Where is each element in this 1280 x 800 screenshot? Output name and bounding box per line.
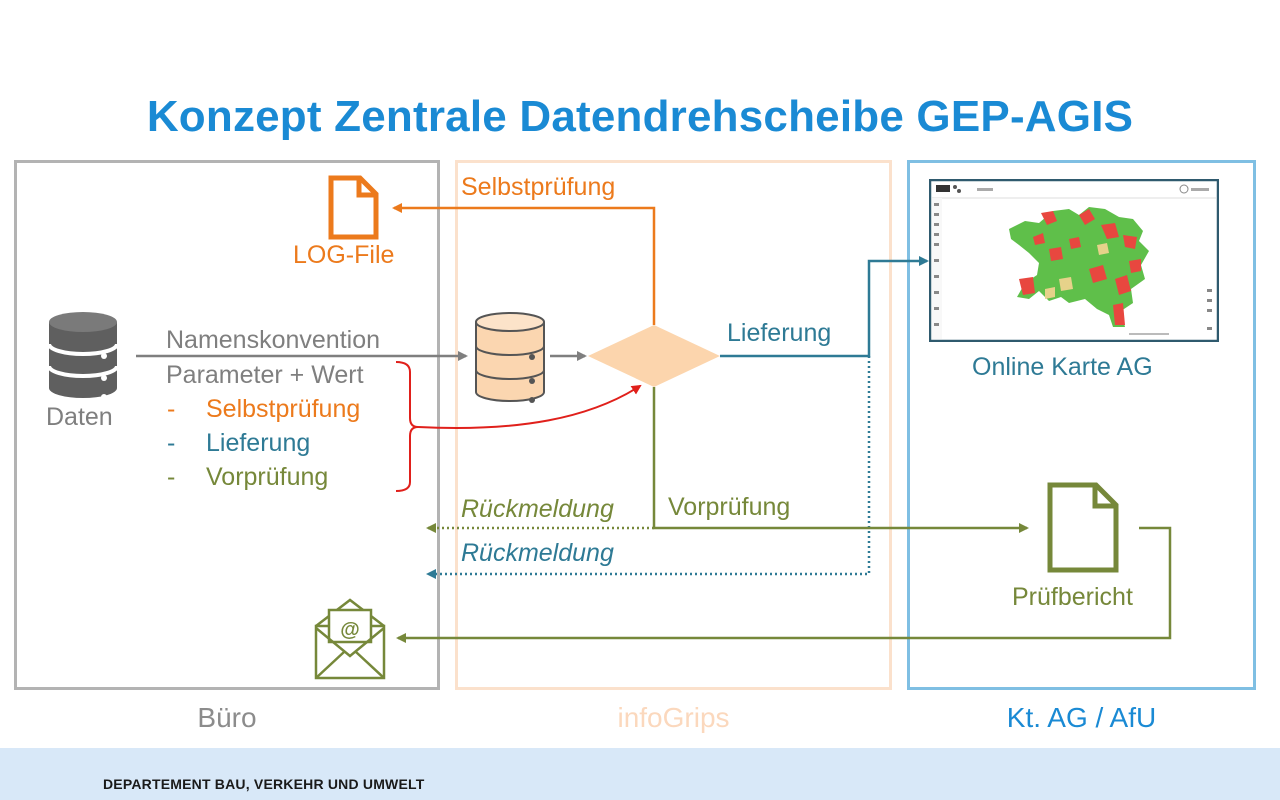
option-vorpruefung: Vorprüfung	[206, 463, 329, 491]
map-logo-icon	[936, 185, 950, 192]
arrow-selbstpruefung	[392, 203, 656, 325]
page-title: Konzept Zentrale Datendrehscheibe GEP-AG…	[146, 92, 1134, 141]
rueckmeldung-vorpruefung-label: Rückmeldung	[461, 495, 614, 523]
lieferung-label: Lieferung	[727, 319, 832, 347]
region-label-buero: Büro	[197, 702, 257, 733]
region-kt-ag-afu	[907, 160, 1256, 690]
option-lieferung: Lieferung	[206, 429, 311, 457]
online-karte-screenshot	[928, 178, 1220, 343]
check-diamond	[588, 325, 720, 387]
region-buero	[14, 160, 440, 690]
selbstpruefung-label: Selbstprüfung	[461, 173, 616, 201]
online-karte-label: Online Karte AG	[972, 353, 1153, 381]
option-selbstpruefung: Selbstprüfung	[206, 395, 361, 423]
vorpruefung-label: Vorprüfung	[668, 493, 791, 521]
region-infogrips	[455, 160, 892, 690]
arrow-rueckmeldung-lieferung	[426, 356, 871, 579]
pruefbericht-label: Prüfbericht	[1012, 583, 1133, 611]
region-label-infogrips: infoGrips	[617, 702, 730, 733]
daten-label: Daten	[46, 403, 113, 431]
arrow-lieferung	[720, 256, 929, 358]
option-dash-lieferung: -	[167, 429, 176, 457]
option-dash-vorpruefung: -	[167, 463, 176, 491]
rueckmeldung-lieferung-label: Rückmeldung	[461, 539, 614, 567]
parameter-bracket	[395, 361, 419, 492]
log-file-icon	[328, 175, 379, 240]
email-envelope-icon: @	[314, 598, 386, 680]
option-dash-selbstpruefung: -	[167, 395, 176, 423]
arrow-parameter-to-check	[417, 384, 642, 429]
footer-department: DEPARTEMENT BAU, VERKEHR UND UMWELT	[103, 776, 425, 792]
pruefbericht-document-icon	[1047, 482, 1119, 573]
namenskonvention-label: Namenskonvention	[166, 326, 381, 354]
footer-band	[0, 748, 1280, 800]
parameter-label: Parameter + Wert	[166, 361, 364, 389]
log-file-label: LOG-File	[293, 241, 395, 269]
region-label-kt-ag-afu: Kt. AG / AfU	[1006, 702, 1157, 733]
database-icon-infogrips	[475, 312, 545, 403]
svg-text:@: @	[340, 619, 360, 641]
database-icon-daten	[47, 312, 119, 400]
arrow-pruefbericht-to-email	[396, 526, 1172, 643]
